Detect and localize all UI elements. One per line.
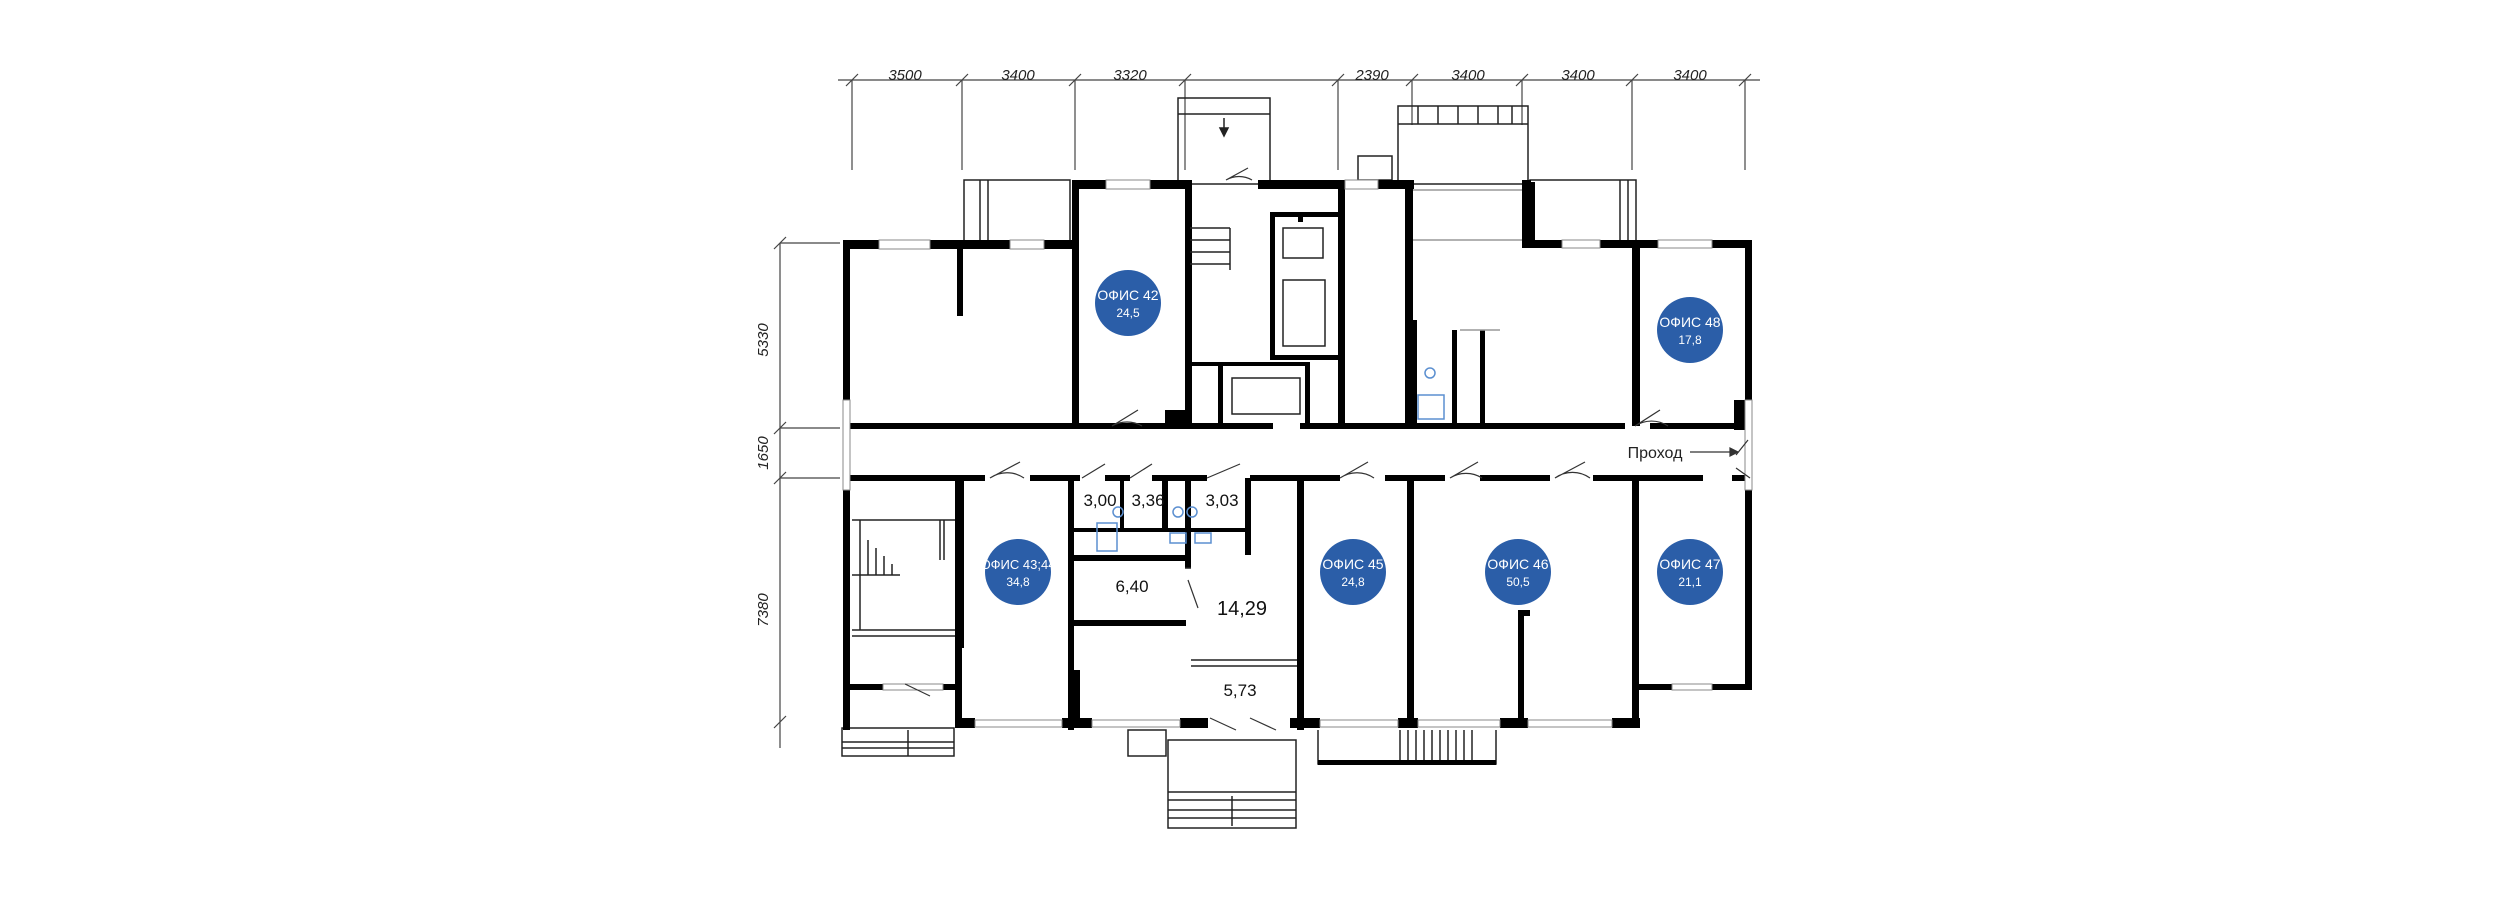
passage-label: Проход	[1628, 445, 1683, 462]
dim-left-3: 7380	[755, 593, 772, 627]
office-area: 24,5	[1116, 306, 1140, 320]
office-name: ОФИС 42	[1097, 287, 1158, 303]
dim-top-4: 2390	[1354, 67, 1389, 84]
office-name: ОФИС 46	[1487, 556, 1548, 572]
office-badge-42[interactable]: ОФИС 42 24,5	[1095, 270, 1161, 336]
office-area: 21,1	[1678, 575, 1702, 589]
office-area: 24,8	[1341, 575, 1365, 589]
dim-top-1: 3500	[888, 67, 922, 84]
room-area-2: 3,36	[1131, 491, 1164, 510]
top-dimension-line	[838, 73, 1760, 170]
dim-top-3: 3320	[1113, 67, 1147, 84]
door-swings	[904, 167, 1751, 731]
office-name: ОФИС 47	[1659, 556, 1720, 572]
office-name: ОФИС 45	[1322, 556, 1383, 572]
dim-left-1: 5330	[755, 323, 772, 357]
office-badge-43-44[interactable]: ОФИС 43;44 34,8	[981, 539, 1056, 605]
interior-details	[852, 189, 1522, 667]
office-name: ОФИС 43;44	[981, 557, 1056, 572]
walls	[843, 180, 1752, 730]
office-badge-46[interactable]: ОФИС 46 50,5	[1485, 539, 1551, 605]
room-area-3: 3,03	[1205, 491, 1238, 510]
windows	[842, 179, 1753, 728]
room-area-5: 14,29	[1217, 598, 1267, 620]
dim-top-2: 3400	[1001, 67, 1035, 84]
office-badge-45[interactable]: ОФИС 45 24,8	[1320, 539, 1386, 605]
dim-left-2: 1650	[755, 436, 772, 470]
passage-arrow-icon	[1690, 447, 1740, 457]
office-badge-47[interactable]: ОФИС 47 21,1	[1657, 539, 1723, 605]
office-badge-48[interactable]: ОФИС 48 17,8	[1657, 297, 1723, 363]
left-dimension-line	[773, 236, 840, 748]
office-area: 50,5	[1506, 575, 1530, 589]
room-area-1: 3,00	[1083, 491, 1116, 510]
room-area-4: 6,40	[1115, 577, 1148, 596]
dim-top-6: 3400	[1561, 67, 1595, 84]
office-area: 34,8	[1006, 575, 1030, 589]
office-area: 17,8	[1678, 333, 1702, 347]
office-name: ОФИС 48	[1659, 314, 1720, 330]
dim-top-7: 3400	[1673, 67, 1707, 84]
room-area-6: 5,73	[1223, 681, 1256, 700]
dim-top-5: 3400	[1451, 67, 1485, 84]
